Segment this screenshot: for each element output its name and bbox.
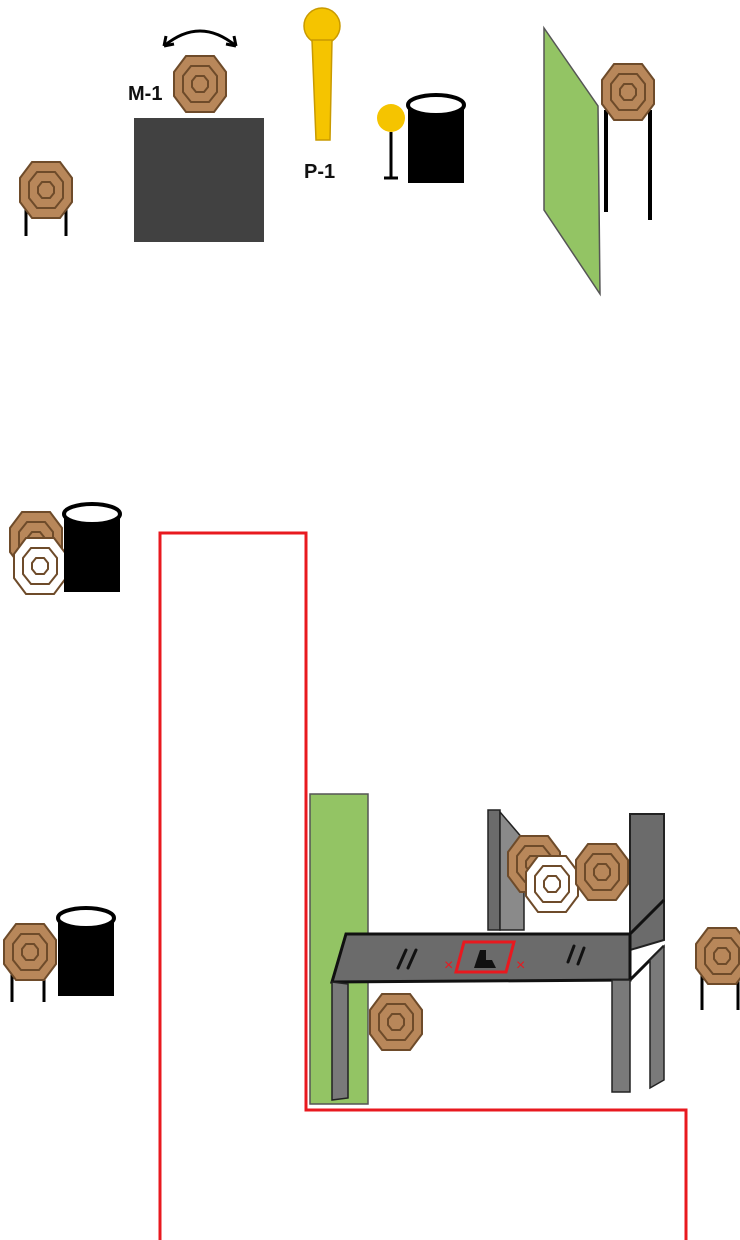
popper-p1: P-1 <box>303 7 341 183</box>
barrel-top <box>406 93 466 185</box>
wall-top-right <box>543 25 601 297</box>
mover-block <box>134 118 264 242</box>
barrel-left-upper <box>62 502 122 594</box>
target-right-lower <box>695 927 740 1010</box>
target-left-lower <box>3 923 57 1002</box>
magazine-marks <box>396 944 586 970</box>
popper-label: P-1 <box>304 161 335 183</box>
target-right-top <box>601 63 655 220</box>
svg-text:×: × <box>444 957 453 974</box>
svg-text:×: × <box>516 957 525 974</box>
target-pair-left <box>9 511 67 595</box>
target-under-table <box>369 993 423 1051</box>
small-popper <box>377 104 405 180</box>
gun-start-box: × × <box>444 940 525 974</box>
targets-behind-table <box>507 835 629 913</box>
target-left-top <box>19 161 73 236</box>
mover-label: M-1 <box>128 83 162 105</box>
mover-motion-arrow <box>163 29 237 48</box>
barrel-left-lower <box>56 906 116 998</box>
mover-m1: M-1 <box>128 29 264 242</box>
fault-line <box>158 531 688 1240</box>
